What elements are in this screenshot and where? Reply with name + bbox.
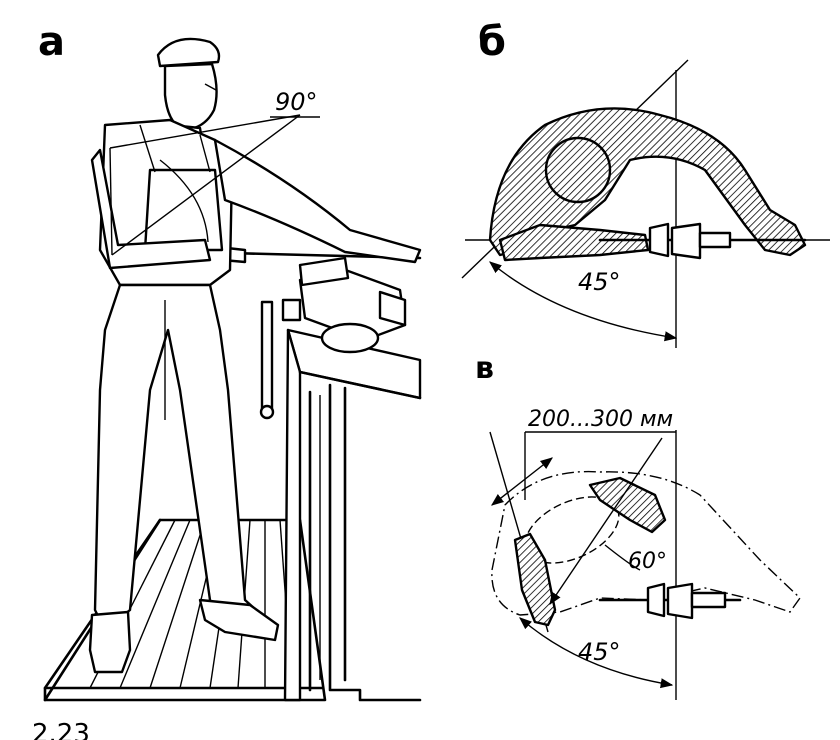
v-45-arc <box>519 617 674 689</box>
b-45-arc <box>489 261 678 342</box>
v-angle-45-label: 45° <box>578 638 621 666</box>
panel-b: б 45° <box>461 19 830 348</box>
v-angle-line <box>549 437 663 606</box>
v-60-arc <box>604 544 641 571</box>
v-distance-arrow <box>491 457 553 506</box>
figure-caption: 2.23 <box>32 719 90 740</box>
workbench <box>283 328 422 702</box>
v-right-foot <box>588 476 667 534</box>
panel-a: а <box>38 19 422 702</box>
floor-grate <box>43 518 327 702</box>
b-file-tool <box>598 222 807 260</box>
v-left-foot <box>513 532 557 627</box>
b-worker-top-view <box>488 107 807 262</box>
v-angle-60-label: 60° <box>628 549 667 574</box>
panel-a-label: а <box>38 19 65 65</box>
vise <box>259 256 407 420</box>
v-distance-label: 200...300 мм <box>528 407 673 432</box>
angle-90-construction: 90° <box>109 88 320 256</box>
v-worker-outline <box>491 470 801 616</box>
b-angle-45-label: 45° <box>578 268 621 296</box>
v-file-tool <box>598 582 742 620</box>
worker-figure <box>88 37 422 674</box>
panel-b-label: б <box>478 19 506 65</box>
panel-v: в 200...300 мм 60° 45° <box>475 351 801 700</box>
panel-v-label: в <box>475 351 494 386</box>
angle-90-label: 90° <box>275 88 318 116</box>
